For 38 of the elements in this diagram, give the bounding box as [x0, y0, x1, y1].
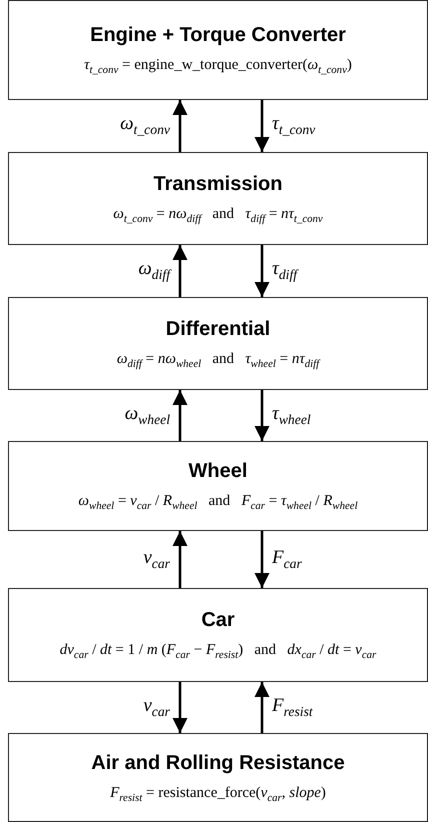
- equation: F$_{resist}$ = resistance_force(v$_{car}$, slope): [109, 784, 327, 804]
- process-box: [8, 441, 428, 531]
- equation: dv$_{car}$ / dt = 1 / m (F$_{car}$ − F$_{resist}$) and dx$_{car}$ / dt = v$_{car}$: [58, 642, 378, 661]
- edge-label: τ$_{wheel}$: [272, 402, 311, 428]
- box-title: Wheel: [188, 460, 248, 483]
- process-box: [8, 588, 428, 682]
- box-title: Car: [201, 609, 235, 632]
- box-title: Engine + Torque Converter: [90, 24, 346, 47]
- process-box: [8, 0, 428, 100]
- edge-label: τ$_{diff}$: [272, 258, 298, 283]
- edge-label: ω$_{t_conv}$: [120, 113, 170, 138]
- arrow: [254, 245, 270, 297]
- arrow: [254, 100, 270, 152]
- arrow: [254, 531, 270, 588]
- arrow: [172, 100, 188, 152]
- process-box: [8, 152, 428, 245]
- edge-label: τ$_{t_conv}$: [272, 113, 316, 138]
- equation: τ$_{t_conv}$ = engine_w_torque_converter(ω$_{t_conv}$): [83, 57, 353, 76]
- arrow: [172, 682, 188, 733]
- process-box: [8, 733, 428, 822]
- box-title: Differential: [166, 318, 270, 340]
- process-box: [8, 297, 428, 390]
- equation: ω$_{t_conv}$ = nω$_{diff}$ and τ$_{diff}$ = nτ$_{t_conv}$: [112, 206, 324, 224]
- edge-label: F$_{car}$: [272, 546, 302, 572]
- edge-label: v$_{car}$: [143, 694, 170, 720]
- arrow: [172, 531, 188, 588]
- equation: ω$_{diff}$ = nω$_{wheel}$ and τ$_{wheel}$ = nτ$_{diff}$: [116, 350, 322, 370]
- box-title: Air and Rolling Resistance: [91, 752, 345, 774]
- edge-label: ω$_{diff}$: [138, 258, 170, 283]
- arrow: [172, 390, 188, 441]
- edge-label: F$_{resist}$: [272, 694, 313, 720]
- edge-label: ω$_{wheel}$: [124, 402, 170, 428]
- arrow: [172, 245, 188, 297]
- equation: ω$_{wheel}$ = v$_{car}$ / R$_{wheel}$ and F$_{car}$ = τ$_{wheel}$ / R$_{wheel}$: [77, 493, 359, 512]
- arrow: [254, 390, 270, 441]
- arrow: [254, 682, 270, 733]
- box-title: Transmission: [154, 172, 282, 196]
- edge-label: v$_{car}$: [143, 546, 170, 572]
